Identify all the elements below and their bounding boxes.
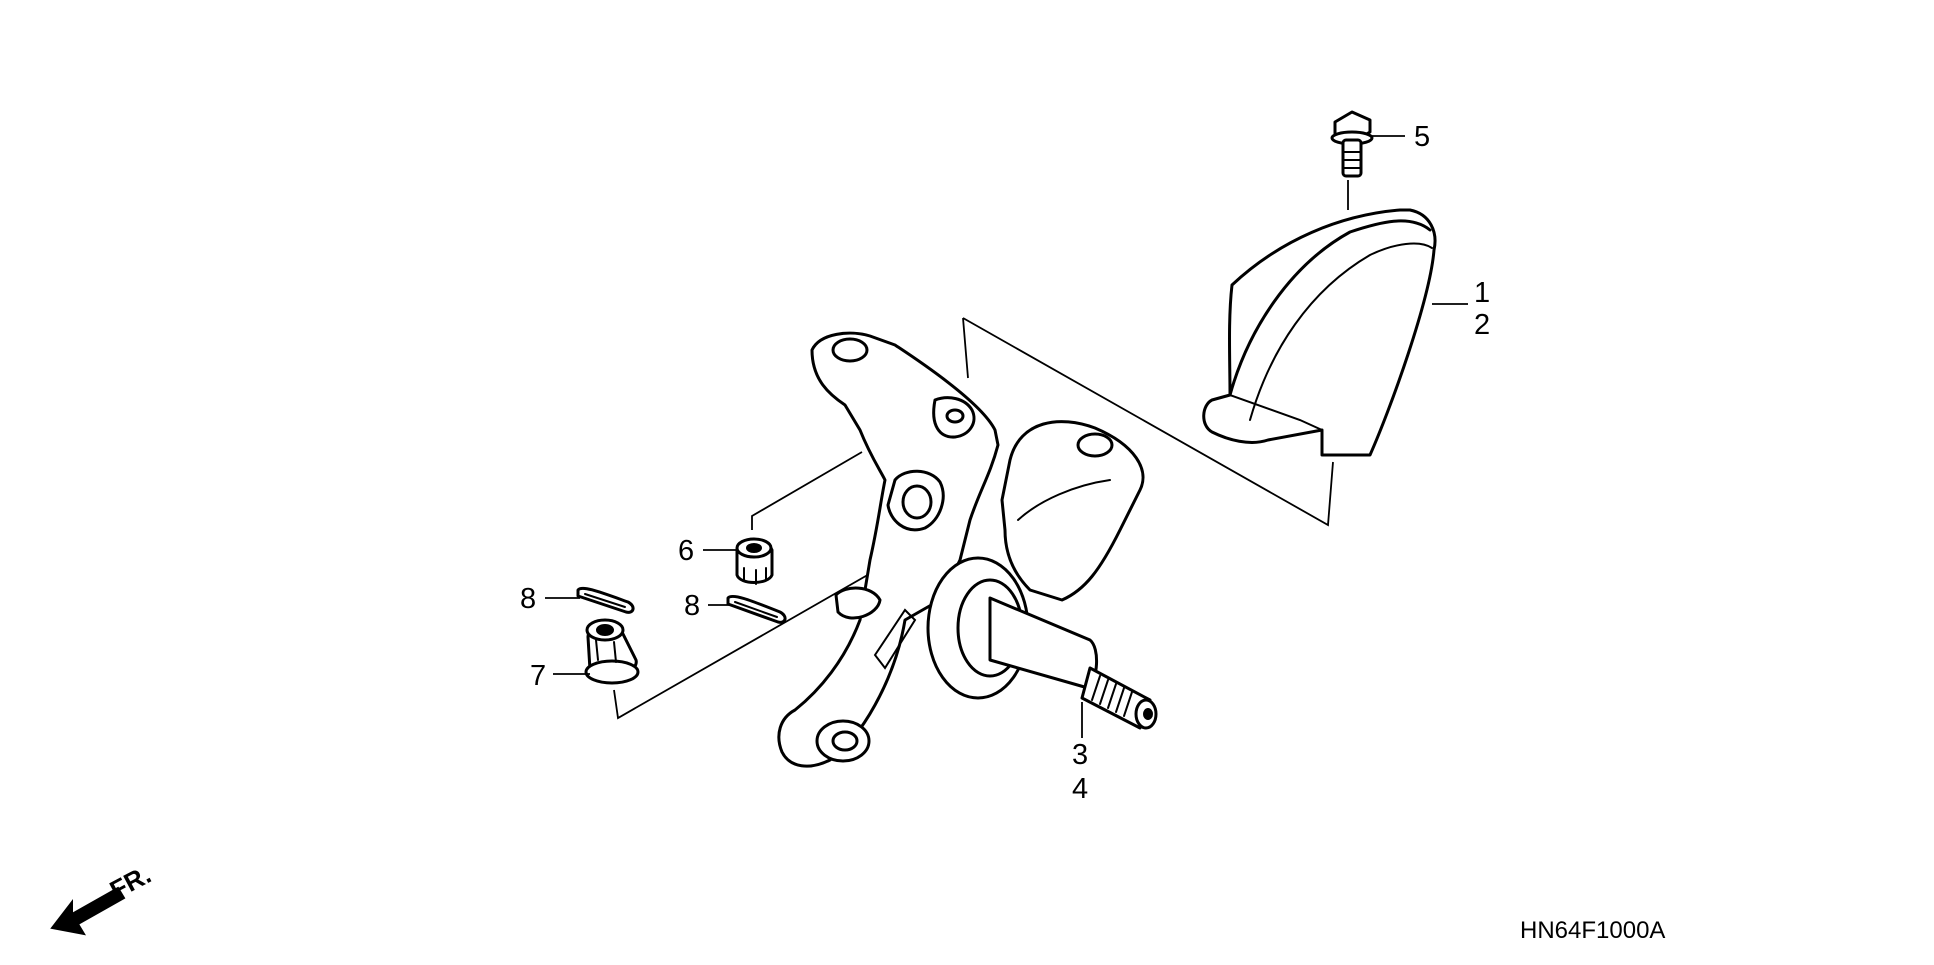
callout-3: 3 (1072, 739, 1088, 771)
callout-labels: 1 2 3 4 5 6 7 8 8 (520, 121, 1490, 805)
lock-nut (584, 618, 640, 685)
knuckle-cover (1202, 208, 1437, 457)
diagram-code: HN64F1000A (1520, 917, 1665, 944)
front-direction-indicator: FR. (50, 859, 156, 936)
callout-7: 7 (530, 660, 546, 692)
cotter-pin-left (576, 586, 635, 614)
front-direction-arrow-icon (50, 886, 126, 936)
castle-nut (735, 537, 774, 585)
callout-8-left: 8 (520, 583, 536, 615)
callout-1: 1 (1474, 277, 1490, 309)
callout-2: 2 (1474, 309, 1490, 341)
steering-knuckle (777, 331, 1158, 768)
callout-6: 6 (678, 535, 694, 567)
flange-bolt (1330, 110, 1374, 178)
callout-8-right: 8 (684, 590, 700, 622)
callout-5: 5 (1414, 121, 1430, 153)
callout-leaders (545, 135, 1468, 738)
spindle-thread (1091, 675, 1133, 717)
reference-lines (613, 180, 1349, 720)
cotter-pin-right (726, 594, 787, 624)
callout-4: 4 (1072, 773, 1088, 805)
